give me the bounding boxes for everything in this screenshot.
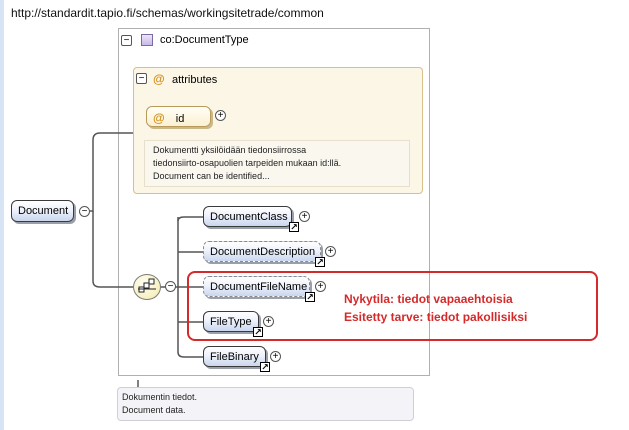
element-file-type-expand-toggle[interactable]: + [263, 316, 274, 327]
attribute-id-expand-toggle[interactable]: + [215, 110, 226, 121]
doc-line: Dokumentti yksilöidään tiedonsiirrossa [153, 145, 307, 155]
reference-arrow-icon: ↗ [305, 292, 315, 302]
left-margin-bar [0, 0, 4, 430]
attributes-label: attributes [172, 74, 218, 86]
annotation-line-proposed-need: Esitetty tarve: tiedot pakollisiksi [344, 310, 528, 324]
annotation-box [187, 271, 598, 341]
annotation-line-current-state: Nykytila: tiedot vapaaehtoisia [344, 292, 513, 306]
reference-arrow-icon: ↗ [315, 257, 325, 267]
reference-arrow-icon: ↗ [260, 362, 270, 372]
type-collapse-toggle[interactable]: − [121, 35, 132, 46]
element-file-binary[interactable]: FileBinary [203, 346, 266, 367]
element-document-file-name-expand-toggle[interactable]: + [315, 281, 326, 292]
element-document-description[interactable]: DocumentDescription [203, 241, 321, 262]
element-document-description-expand-toggle[interactable]: + [325, 246, 336, 257]
sequence-collapse-toggle[interactable]: − [165, 281, 176, 292]
attributes-collapse-toggle[interactable]: − [136, 73, 147, 84]
type-name: co:DocumentType [160, 34, 249, 46]
complex-type-icon [141, 34, 153, 46]
element-document-class[interactable]: DocumentClass [203, 206, 292, 227]
reference-arrow-icon: ↗ [289, 222, 299, 232]
root-element-document[interactable]: Document [11, 200, 74, 222]
attribute-at-icon: @ [153, 72, 165, 86]
attribute-at-icon: @ [153, 111, 165, 125]
doc-line: tiedonsiirto-osapuolien tarpeiden mukaan… [153, 158, 342, 168]
attribute-id-documentation: Dokumentti yksilöidään tiedonsiirrossa t… [144, 140, 410, 187]
attribute-id[interactable]: @ id [146, 106, 211, 127]
root-collapse-toggle[interactable]: − [79, 206, 90, 217]
element-file-binary-expand-toggle[interactable]: + [270, 351, 281, 362]
doc-line: Document data. [122, 405, 186, 415]
attribute-id-label: id [175, 113, 185, 125]
root-documentation: Dokumentin tiedot. Document data. [117, 387, 414, 421]
doc-line: Dokumentin tiedot. [122, 392, 198, 402]
reference-arrow-icon: ↗ [253, 327, 263, 337]
namespace-url: http://standardit.tapio.fi/schemas/worki… [11, 6, 324, 20]
sequence-glyph [138, 278, 156, 293]
element-document-class-expand-toggle[interactable]: + [299, 211, 310, 222]
element-document-file-name[interactable]: DocumentFileName [203, 276, 310, 297]
sequence-compositor-icon[interactable] [133, 274, 161, 300]
element-file-type[interactable]: FileType [203, 311, 259, 332]
doc-line: Document can be identified... [153, 171, 270, 181]
